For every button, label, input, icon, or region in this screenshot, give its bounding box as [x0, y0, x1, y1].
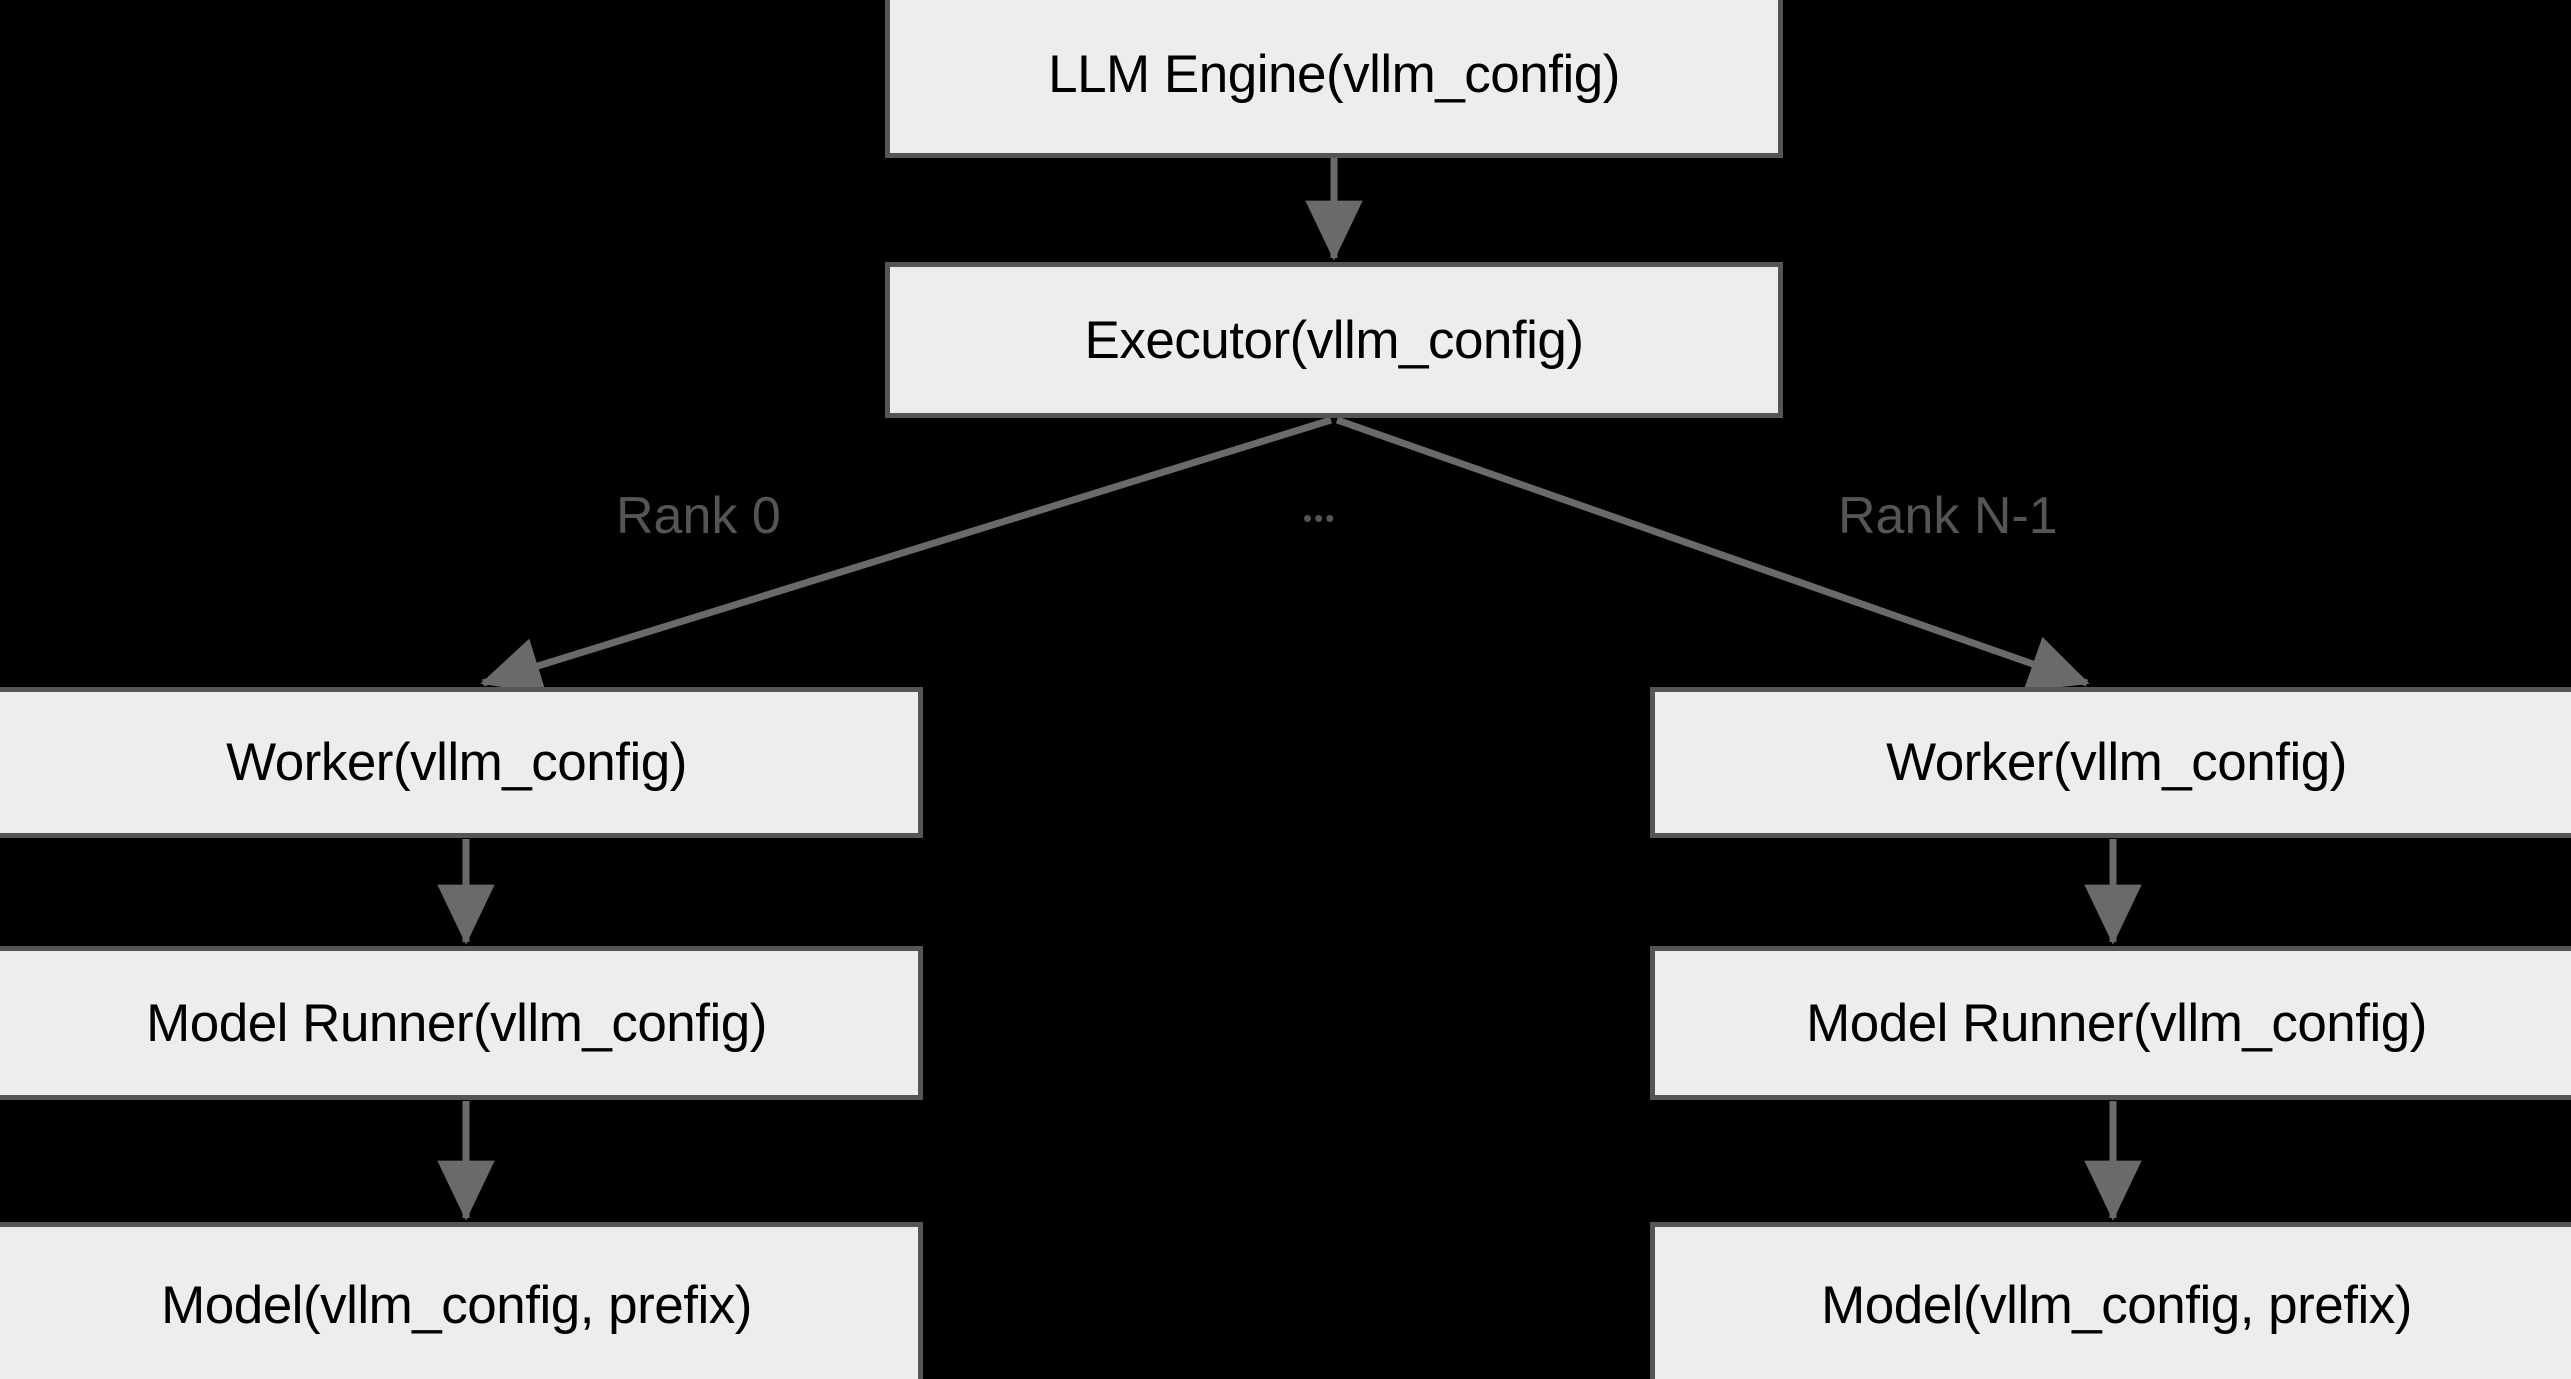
node-executor-label: Executor(vllm_config): [1084, 310, 1584, 370]
node-worker-rank0-label: Worker(vllm_config): [226, 733, 687, 792]
node-worker-rank0[interactable]: Worker(vllm_config): [0, 687, 923, 838]
node-model-runner-rankn-label: Model Runner(vllm_config): [1806, 993, 2427, 1053]
node-model-rank0-label: Model(vllm_config, prefix): [161, 1276, 752, 1335]
node-model-rankn[interactable]: Model(vllm_config, prefix): [1650, 1222, 2571, 1379]
edge-label-ellipsis: •••: [1303, 503, 1337, 533]
edge-label-rank-0: Rank 0: [616, 487, 781, 545]
edge-label-rank-n-1: Rank N-1: [1838, 487, 2058, 545]
node-model-runner-rankn[interactable]: Model Runner(vllm_config): [1650, 946, 2571, 1100]
node-model-rank0[interactable]: Model(vllm_config, prefix): [0, 1222, 923, 1379]
node-model-runner-rank0-label: Model Runner(vllm_config): [146, 993, 767, 1053]
node-llm-engine[interactable]: LLM Engine(vllm_config): [885, 0, 1783, 158]
node-model-rankn-label: Model(vllm_config, prefix): [1821, 1276, 2412, 1335]
edge-executor-to-worker-rankn: [1335, 416, 2090, 692]
edge-executor-to-worker-rank0: [480, 416, 1333, 694]
node-llm-engine-label: LLM Engine(vllm_config): [1048, 44, 1620, 104]
node-executor[interactable]: Executor(vllm_config): [885, 262, 1783, 418]
node-worker-rankn-label: Worker(vllm_config): [1886, 733, 2347, 792]
node-model-runner-rank0[interactable]: Model Runner(vllm_config): [0, 946, 923, 1100]
node-worker-rankn[interactable]: Worker(vllm_config): [1650, 687, 2571, 838]
